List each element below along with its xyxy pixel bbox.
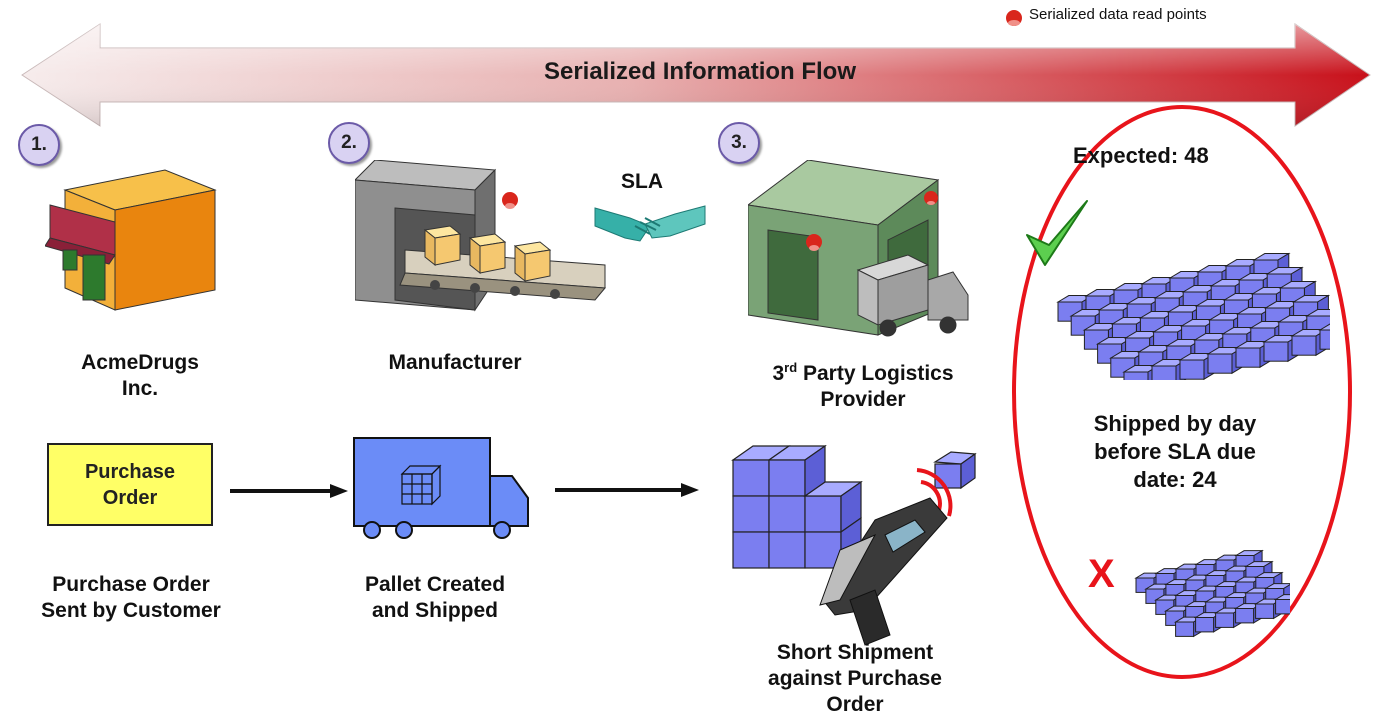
box bbox=[1318, 323, 1330, 350]
arrow-pallet-to-3pl bbox=[555, 483, 699, 497]
short-shipment-boxes-icon bbox=[731, 444, 977, 646]
legend-text: Serialized data read points bbox=[1029, 6, 1207, 23]
caption-short-shipment: Short Shipment against Purchase Order bbox=[768, 641, 942, 716]
store-icon bbox=[45, 169, 217, 311]
step-2-badge: 2. bbox=[328, 122, 370, 164]
step-3-badge: 3. bbox=[718, 122, 760, 164]
outcome-oval bbox=[1012, 105, 1352, 679]
step-1-name: AcmeDrugs Inc. bbox=[81, 351, 199, 400]
handshake-icon bbox=[594, 205, 706, 242]
step-2-name: Manufacturer bbox=[388, 351, 522, 374]
shipped-text: Shipped by day before SLA due date: 24 bbox=[1093, 411, 1257, 492]
check-mark-icon bbox=[1026, 200, 1088, 266]
warehouse-icon bbox=[748, 160, 969, 337]
fail-mark: X bbox=[1088, 552, 1115, 596]
manufacturer-machine-icon bbox=[355, 160, 607, 312]
read-point-icon bbox=[1006, 10, 1022, 26]
step-1-badge: 1. bbox=[18, 124, 60, 166]
shipped-boxes-icon bbox=[1134, 549, 1290, 638]
information-flow-arrow bbox=[21, 23, 1371, 127]
purchase-order-box: Purchase Order bbox=[47, 443, 213, 526]
expected-count: Expected: 48 bbox=[1073, 143, 1209, 168]
flow-banner-title: Serialized Information Flow bbox=[543, 58, 857, 85]
box bbox=[1273, 594, 1290, 615]
barcode-scanner-icon bbox=[819, 497, 948, 646]
manufacturer-read-point-icon bbox=[502, 192, 518, 208]
step-3-name: 3rd Party Logistics Provider bbox=[772, 360, 954, 411]
pallet-truck-icon bbox=[353, 437, 529, 539]
expected-boxes-icon bbox=[1056, 252, 1330, 380]
caption-po-sent: Purchase Order Sent by Customer bbox=[41, 573, 221, 622]
caption-pallet: Pallet Created and Shipped bbox=[364, 573, 506, 622]
arrow-po-to-pallet bbox=[230, 484, 348, 498]
sla-label: SLA bbox=[621, 170, 663, 193]
